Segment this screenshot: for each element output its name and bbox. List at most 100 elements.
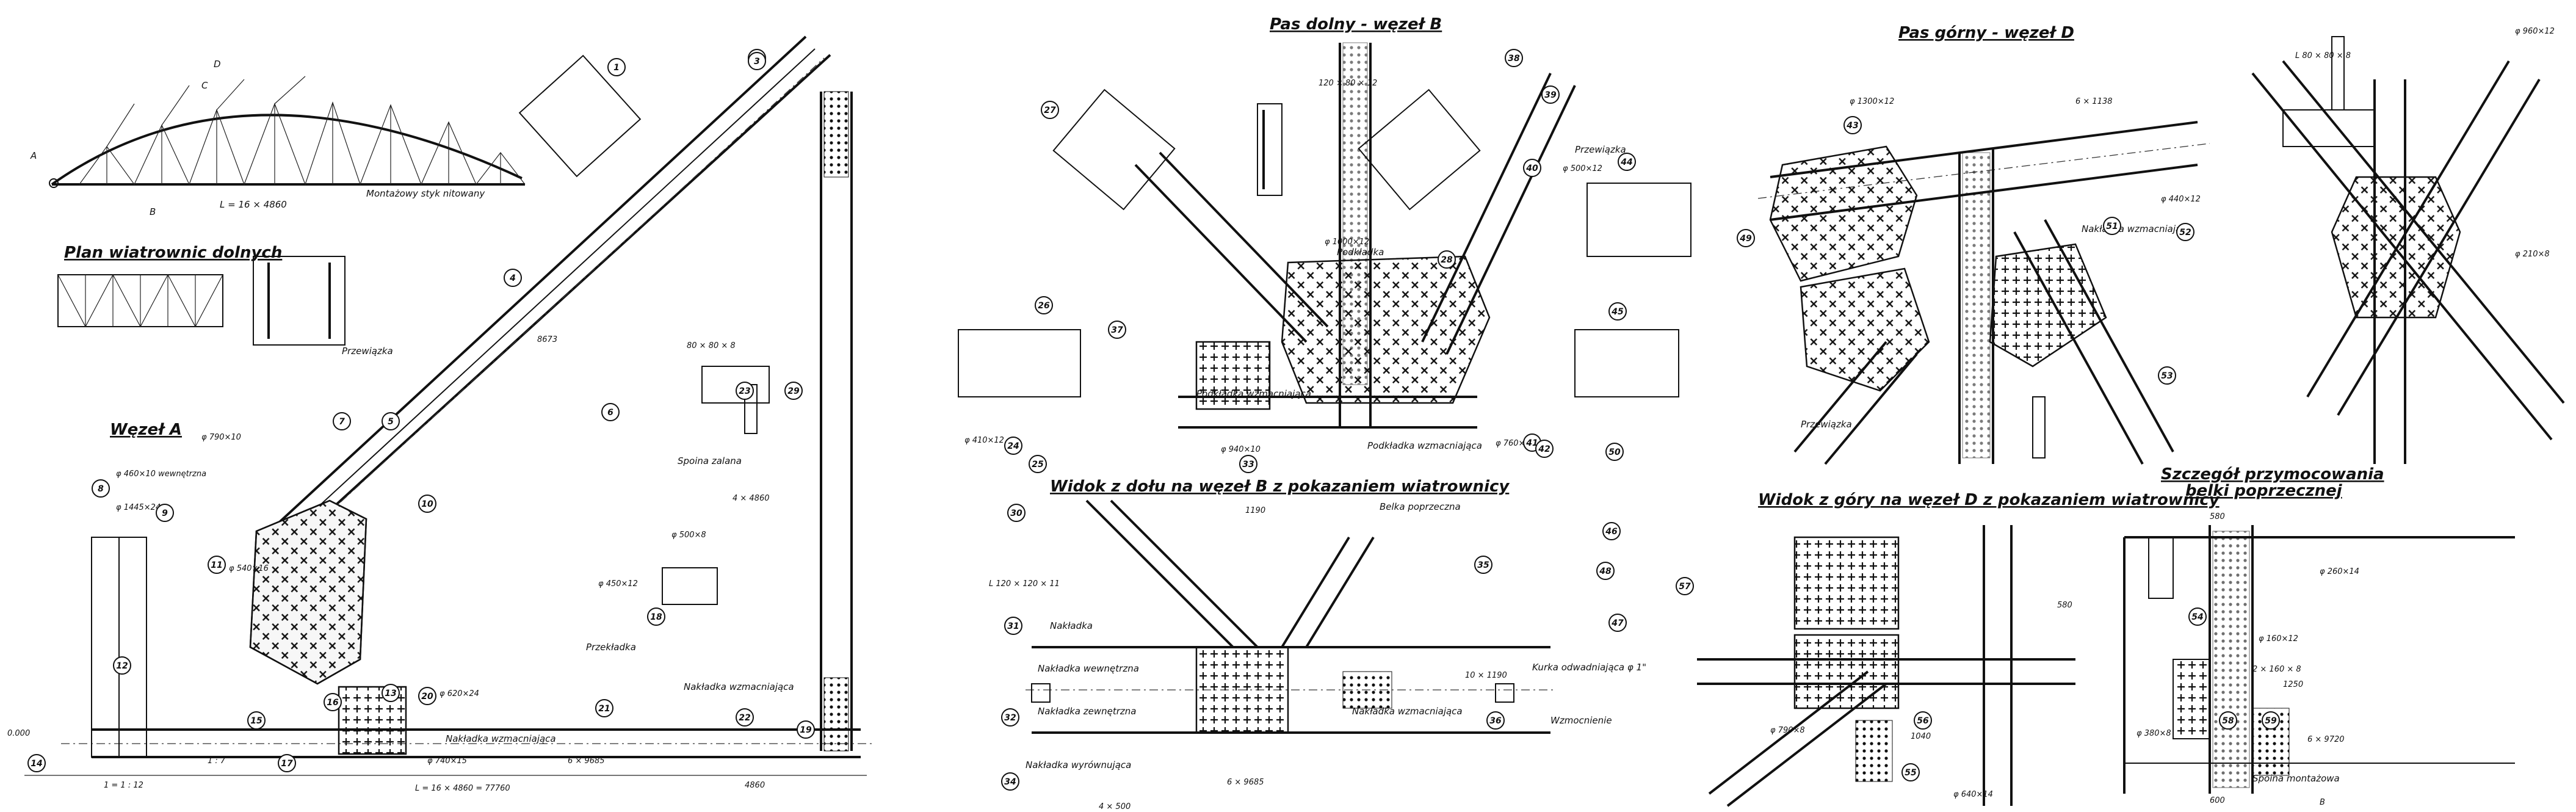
- dim-46: φ 640×14: [1953, 790, 1993, 799]
- callout-54: 54: [2188, 607, 2207, 626]
- callout-58: 58: [2219, 711, 2237, 730]
- callout-label: 24: [1007, 441, 1019, 451]
- dim-28: 4 × 500: [1099, 802, 1131, 811]
- callout-25: 25: [1029, 455, 1047, 473]
- callout-42: 42: [1535, 440, 1554, 458]
- dim-25: L 80 × 80 × 8: [2295, 51, 2351, 60]
- callout-label: 21: [598, 704, 610, 714]
- callout-label: 33: [1242, 460, 1254, 469]
- callout-label: 30: [1010, 509, 1022, 518]
- label-nakladka-wyr: Nakładka wyrównująca: [1026, 759, 1131, 770]
- callout-49: 49: [1737, 229, 1755, 247]
- callout-40: 40: [1523, 159, 1541, 177]
- cross-beam-detail: Szczegół przymocowania belki poprzecznej…: [2123, 465, 2515, 807]
- callout-label: 56: [1917, 716, 1929, 726]
- overview-node-c: C: [201, 80, 208, 91]
- callout-label: 4: [509, 274, 516, 283]
- callout-label: 25: [1032, 460, 1044, 469]
- callout-markers: 1234567891011121314151617181920212223242…: [27, 49, 2280, 791]
- label-spoina-mont: Spoina montażowa: [2252, 773, 2340, 784]
- callout-26: 26: [1035, 296, 1053, 314]
- callout-6: 6: [601, 403, 620, 421]
- dim-20: L 120 × 120 × 11: [989, 579, 1060, 589]
- callout-13: 13: [382, 684, 400, 702]
- dim-32: 2 × 160 × 8: [2252, 665, 2301, 674]
- dim-14: φ 940×10: [1221, 445, 1261, 454]
- dim-5: φ 460×10 wewnętrzna: [116, 469, 206, 479]
- dim-39: 600: [2210, 796, 2225, 805]
- callout-label: 45: [1611, 307, 1624, 317]
- callout-label: 34: [1004, 777, 1016, 787]
- callout-20: 20: [418, 687, 436, 705]
- callout-label: 22: [739, 713, 750, 723]
- callout-9: 9: [156, 504, 174, 522]
- callout-50: 50: [1605, 443, 1624, 461]
- dim-29: φ 1300×12: [1850, 97, 1894, 106]
- callout-label: 31: [1007, 622, 1019, 631]
- callout-35: 35: [1474, 556, 1492, 574]
- dim-22: φ 620×24: [440, 689, 479, 698]
- dim-21: 6 × 9685: [568, 756, 605, 766]
- dim-1: 1 = 1 : 12: [104, 781, 143, 790]
- callout-45: 45: [1608, 302, 1627, 321]
- top-view-node-d: Widok z góry na węzeł D z pokazaniem wia…: [1697, 491, 2220, 807]
- label-spoina-zalana: Spoina zalana: [678, 455, 742, 466]
- label-podkladka-wzm-b2: Podkładka wzmacniająca: [1367, 440, 1482, 451]
- callout-label: 46: [1605, 527, 1618, 537]
- callout-label: 10: [421, 499, 433, 509]
- callout-label: 8: [98, 484, 104, 494]
- callout-label: 43: [1846, 121, 1858, 131]
- callout-label: 26: [1038, 301, 1050, 311]
- dim-40: B: [2320, 798, 2325, 807]
- callout-label: 49: [1739, 234, 1752, 244]
- callout-label: 12: [116, 661, 128, 671]
- callout-label: 11: [211, 560, 222, 570]
- callout-label: 48: [1599, 567, 1612, 576]
- label-przewiazka-d2: Przewiązka: [1801, 419, 1852, 430]
- callout-56: 56: [1914, 711, 1932, 730]
- callout-34: 34: [1001, 772, 1019, 791]
- callout-label: 13: [385, 689, 396, 698]
- callout-label: 54: [2191, 612, 2203, 622]
- callout-label: 50: [1608, 448, 1621, 457]
- label-nakladka-wew: Nakładka wewnętrzna: [1038, 663, 1139, 674]
- callout-label: 41: [1525, 438, 1538, 448]
- node-a-detail: Węzeł A 1 = 1 : 12 L = 16 × 4860 = 77760…: [7, 35, 873, 793]
- dim-24: φ 1000×12: [1325, 237, 1369, 247]
- callout-57: 57: [1676, 577, 1694, 595]
- callout-36: 36: [1486, 711, 1505, 730]
- callout-label: 47: [1611, 618, 1624, 628]
- dim-12: φ 410×12: [964, 436, 1004, 445]
- callout-39: 39: [1541, 85, 1560, 104]
- dim-26: 10 × 1190: [1465, 671, 1507, 680]
- label-przewiazka: Przewiązka: [342, 346, 393, 357]
- truss-overview: A B C D L = 16 × 4860 Montażowy styk nit…: [30, 59, 526, 217]
- dim-31: φ 160×12: [2259, 634, 2298, 643]
- callout-24: 24: [1004, 437, 1022, 455]
- callout-label: 1: [613, 63, 620, 73]
- callout-label: 42: [1538, 444, 1550, 454]
- dim-2: L = 16 × 4860 = 77760: [415, 784, 510, 793]
- callout-48: 48: [1596, 562, 1615, 580]
- dim-23: φ 500×12: [1563, 164, 1602, 173]
- callout-label: 36: [1489, 716, 1502, 726]
- callout-15: 15: [247, 711, 266, 730]
- detail-title-2: belki poprzecznej: [2185, 482, 2343, 500]
- label-nakladka-wzm-d: Nakładka wzmacniająca: [2082, 223, 2192, 234]
- callout-51: 51: [2103, 217, 2121, 235]
- callout-label: 51: [2106, 222, 2118, 231]
- callout-label: 15: [250, 716, 262, 726]
- label-kurka: Kurka odwadniająca φ 1": [1532, 662, 1646, 673]
- dim-16: 8673: [537, 335, 557, 344]
- callout-23: 23: [736, 382, 754, 400]
- dim-10: φ 740×15: [427, 756, 467, 766]
- dim-8: φ 540×16: [229, 564, 269, 573]
- overview-node-b: B: [150, 206, 156, 217]
- callout-label: 38: [1508, 54, 1520, 63]
- label-przewiazka-d: Przewiązka: [1575, 144, 1626, 155]
- callout-28: 28: [1438, 250, 1456, 269]
- callout-label: 37: [1111, 325, 1123, 335]
- callout-label: 9: [162, 509, 168, 518]
- callout-label: 23: [739, 386, 750, 396]
- callout-30: 30: [1007, 504, 1026, 522]
